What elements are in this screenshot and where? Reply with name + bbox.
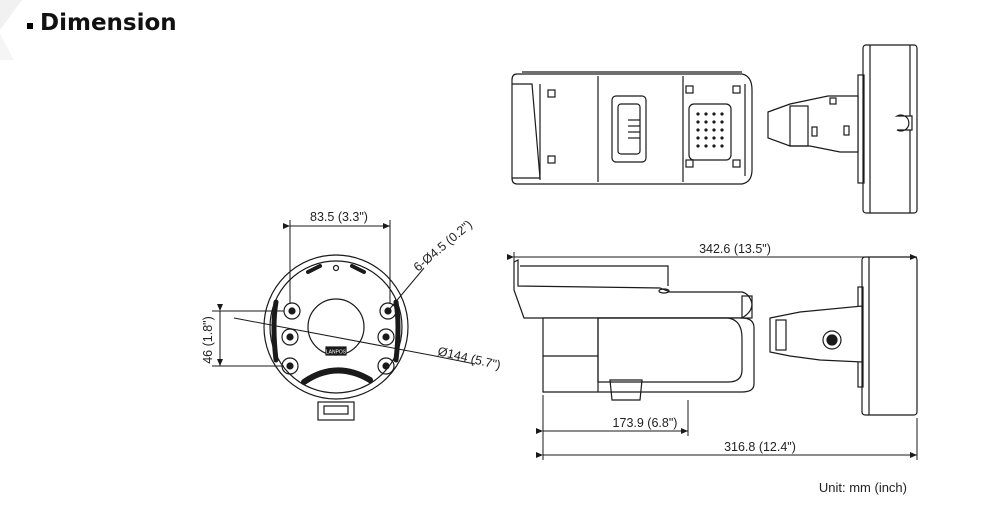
side-view-dimension-lines [507,252,918,460]
corner-decoration [0,0,22,60]
total-length-label: 342.6 (13.5") [699,242,771,256]
header: Dimension [0,0,999,60]
base-diameter-label: Ø144 (5.7") [436,344,502,372]
camera-top-view [511,44,918,214]
hole-diameter-label: 6-Ø4.5 (0.2") [411,217,475,274]
hole-spacing-label: 83.5 (3.3") [310,210,368,224]
vent-grid [696,112,724,148]
vertical-spacing-label: 46 (1.8") [201,316,215,364]
title-bullet-icon [27,23,33,29]
unit-note: Unit: mm (inch) [818,480,907,495]
overall-depth-label: 316.8 (12.4") [724,440,796,454]
camera-side-view [513,256,918,416]
page-title: Dimension [40,10,177,36]
camera-back-view [263,254,409,421]
brand-label: LANPOS [326,350,347,356]
body-length-label: 173.9 (6.8") [613,416,678,430]
back-view-dimension-lines [212,220,476,367]
